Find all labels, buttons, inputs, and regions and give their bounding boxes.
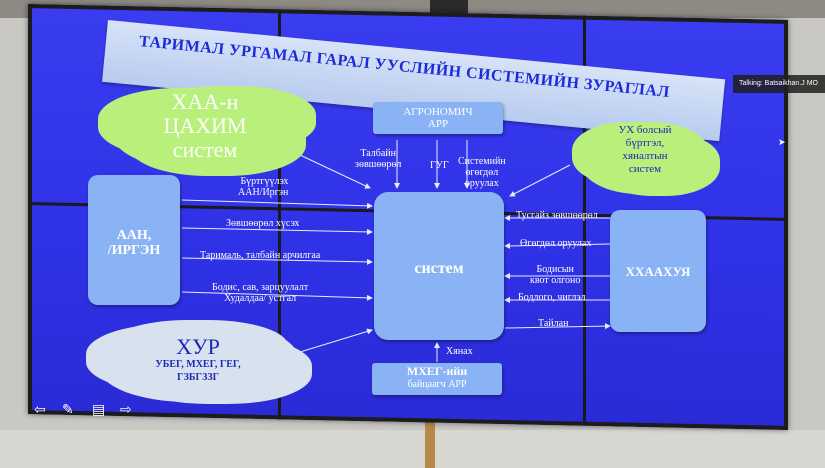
back-arrow-icon[interactable]: ⇦ <box>34 402 46 418</box>
ministry-label: ХХААХУЯ <box>625 264 691 279</box>
edge-line: Бүртгүүлэх <box>240 176 289 187</box>
cloud-line: ХУР <box>176 334 220 359</box>
edge-label-crop-care: Тарималь, талбайн арчилгаа <box>200 250 321 261</box>
edge-line: ААН/Иргэн <box>238 187 289 198</box>
box-line: байцаагч АРР <box>407 379 467 390</box>
cloud-line: ГЗБГЗЗГ <box>176 372 220 383</box>
box-line: /ИРГЭН <box>107 243 161 258</box>
edge-label-gug: ГУГ <box>430 160 449 171</box>
edge-label-policy: Бодлого, чиглэл <box>518 292 586 303</box>
edge-line: өгөгдөл <box>465 167 499 178</box>
khur-cloud <box>98 322 298 402</box>
lower-wall <box>0 430 825 468</box>
agronomist-app-label: АГРОНОМИЧ АРР <box>373 106 503 130</box>
agronomist-app-box <box>373 102 503 134</box>
cloud-line: УБЕГ, МХЕГ, ГЕГ, <box>155 359 241 370</box>
hkhaa-system-label: ХАА-н ЦАХИМ систем <box>125 90 285 162</box>
edge-line: Талбайн <box>360 148 396 159</box>
box-line: АРР <box>427 118 449 130</box>
talking-indicator: Talking: Batsaikhan.J MO <box>733 75 825 93</box>
central-system-box <box>374 192 504 340</box>
uh-registry-label: УХ болсый бүртгэл, хяналтын систем <box>580 124 710 176</box>
hkhaa-system-cloud <box>112 88 302 170</box>
edge-line: Бодисын <box>536 264 574 275</box>
edge-label-substance: Бодис, сав, зарцуулалт Худалдаа/ устгал <box>212 282 308 304</box>
edge-label-system-data: Системийн өгөгдөл оруулах <box>458 156 506 189</box>
edge-line: Бодис, сав, зарцуулалт <box>212 282 309 293</box>
screen-stand <box>425 420 435 468</box>
edge-label-field-permit: Талбайн зөвшөөрөл <box>355 148 401 170</box>
cloud-line: ХАА-н <box>171 89 239 114</box>
entity-citizen-label: ААН, /ИРГЭН <box>88 228 180 258</box>
khur-label: ХУР УБЕГ, МХЕГ, ГЕГ, ГЗБГЗЗГ <box>98 336 298 384</box>
forward-arrow-icon[interactable]: ⇨ <box>120 402 132 418</box>
edge-line: Системийн <box>458 156 506 167</box>
cloud-line: ЦАХИМ <box>163 113 247 138</box>
edge-label-report: Тайлан <box>538 318 569 329</box>
box-line: АГРОНОМИЧ <box>403 106 473 118</box>
edge-label-register: Бүртгүүлэх ААН/Иргэн <box>238 176 288 198</box>
box-line: ААН, <box>116 228 152 243</box>
edge-label-quota: Бодисын квот олгоно <box>530 264 580 286</box>
edge-line: оруулах <box>464 178 499 189</box>
cloud-line: систем <box>628 163 662 175</box>
central-system-label: систем <box>414 260 464 277</box>
inspector-app-box <box>372 363 502 395</box>
edge-label-monitor: Хянах <box>446 346 473 357</box>
ministry-box <box>610 210 706 332</box>
box-line: МХЕГ-ийн <box>406 364 468 378</box>
uh-registry-cloud <box>580 122 710 194</box>
edge-label-data-entry: Өгөгдөл оруулах <box>520 238 592 249</box>
cloud-line: систем <box>172 137 238 162</box>
pen-icon[interactable]: ✎ <box>62 402 74 418</box>
edge-line: зөвшөөрөл <box>355 159 402 170</box>
cloud-line: хяналтын <box>622 150 668 162</box>
inspector-app-label: МХЕГ-ийн байцаагч АРР <box>372 365 502 391</box>
edge-line: квот олгоно <box>530 275 581 286</box>
entity-citizen-box <box>88 175 180 305</box>
edge-line: Худалдаа/ устгал <box>224 293 297 304</box>
cloud-line: бүртгэл, <box>625 137 665 149</box>
cloud-line: УХ болсый <box>618 124 672 136</box>
edge-label-special-permit: Тусгайз зөвшөөрөл <box>516 210 598 221</box>
keyboard-icon[interactable]: ▤ <box>92 402 106 418</box>
edge-label-request-permit: Зөвшөөрөл хүсэх <box>226 218 300 229</box>
mouse-cursor-icon: ➤ <box>778 138 786 148</box>
